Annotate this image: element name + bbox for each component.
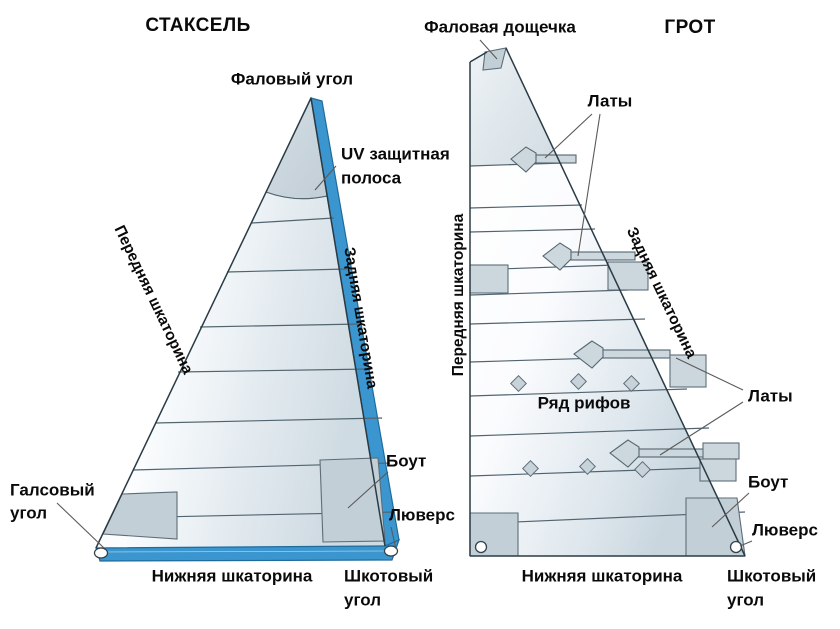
mainsail-battens-bottom-label: Латы — [748, 386, 793, 405]
jib-seam-1 — [265, 191, 328, 200]
jib-sail-body — [96, 98, 385, 548]
jib-uv-leader — [314, 165, 337, 191]
mainsail-batten-leader-4 — [659, 401, 744, 456]
jib-leech-edge — [310, 97, 386, 547]
jib-title: СТАКСЕЛЬ — [145, 15, 250, 36]
mainsail-seam-8 — [469, 388, 688, 397]
mainsail-tack-grommet-icon — [474, 540, 488, 554]
mainsail-seam-5 — [469, 289, 629, 296]
jib-tack-grommet-icon — [93, 547, 109, 559]
mainsail-clew-label-line1: Шкотовый — [727, 566, 816, 585]
jib-cringle-label: Люверс — [389, 505, 455, 524]
mainsail-seam-3 — [469, 228, 596, 233]
jib-bolt-label: Боут — [386, 451, 426, 470]
jib-seam-5 — [177, 368, 372, 373]
mainsail-batten-leader-3 — [675, 357, 744, 391]
mainsail-group — [469, 47, 746, 557]
jib-seam-2 — [251, 217, 335, 224]
mainsail-leech-patch-3 — [669, 354, 707, 388]
mainsail-headboard — [482, 47, 507, 71]
mainsail-headboard-label: Фаловая дощечка — [424, 17, 576, 36]
mainsail-batten-3 — [573, 340, 671, 369]
mainsail-leech-edge — [505, 47, 746, 557]
jib-uv-label-line1: UV защитная — [341, 144, 450, 163]
jib-seam-6 — [154, 417, 383, 424]
jib-luff-edge — [95, 97, 312, 549]
mainsail-leech-patch-4b — [699, 458, 737, 482]
mainsail-battens-top-label: Латы — [588, 91, 633, 110]
jib-uv-strip-highlight — [99, 550, 391, 553]
mainsail-reef-row-1 — [510, 373, 640, 392]
mainsail-seam-9 — [469, 427, 710, 437]
jib-seam-4 — [199, 323, 361, 328]
mainsail-cringle-label: Люверс — [752, 520, 818, 539]
jib-head-label: Фаловый угол — [231, 69, 353, 88]
jib-cringle-leader — [390, 526, 397, 550]
mainsail-reef-patch-leech-1 — [607, 261, 649, 291]
jib-clew-label-line2: угол — [344, 590, 381, 609]
mainsail-clew-label-line2: угол — [727, 590, 764, 609]
jib-tack-label-line2: угол — [10, 503, 47, 522]
mainsail-luff-label: Передняя шкаторина — [450, 213, 467, 376]
mainsail-batten-leader-1 — [544, 113, 593, 159]
mainsail-reef-patch-luff-1 — [469, 264, 509, 294]
mainsail-batten-2 — [542, 242, 636, 271]
jib-seam-3 — [226, 268, 348, 273]
jib-clew-grommet-icon — [383, 545, 399, 557]
jib-foot-label: Нижняя шкаторина — [152, 566, 313, 585]
mainsail-head-panel — [470, 48, 560, 166]
mainsail-seam-6 — [469, 318, 646, 325]
jib-tack-label-line1: Галсовый — [10, 480, 95, 499]
mainsail-seam-10 — [469, 466, 731, 477]
jib-bolt-leader — [347, 471, 389, 509]
mainsail-bolt-label: Боут — [748, 472, 788, 491]
mainsail-title: ГРОТ — [664, 17, 715, 38]
mainsail-bolt-leader — [711, 492, 750, 528]
mainsail-leech-patch-4a — [702, 442, 740, 460]
jib-tack-leader — [56, 502, 105, 549]
mainsail-reef-row-2 — [522, 458, 651, 478]
jib-uv-label-line2: полоса — [341, 168, 402, 187]
mainsail-clew-grommet-icon — [729, 540, 743, 554]
mainsail-foot-label: Нижняя шкаторина — [522, 566, 683, 585]
mainsail-cringle-leader — [739, 540, 753, 547]
mainsail-seam-2 — [469, 204, 583, 209]
mainsail-headboard-leader — [479, 39, 498, 60]
mainsail-head-edge — [469, 51, 488, 63]
mainsail-batten-leader-2 — [577, 113, 601, 257]
mainsail-reef-row-label: Ряд рифов — [538, 393, 631, 412]
jib-sail-group — [93, 96, 401, 562]
jib-clew-label-line1: Шкотовый — [344, 566, 433, 585]
jib-clew-patch — [319, 457, 386, 543]
